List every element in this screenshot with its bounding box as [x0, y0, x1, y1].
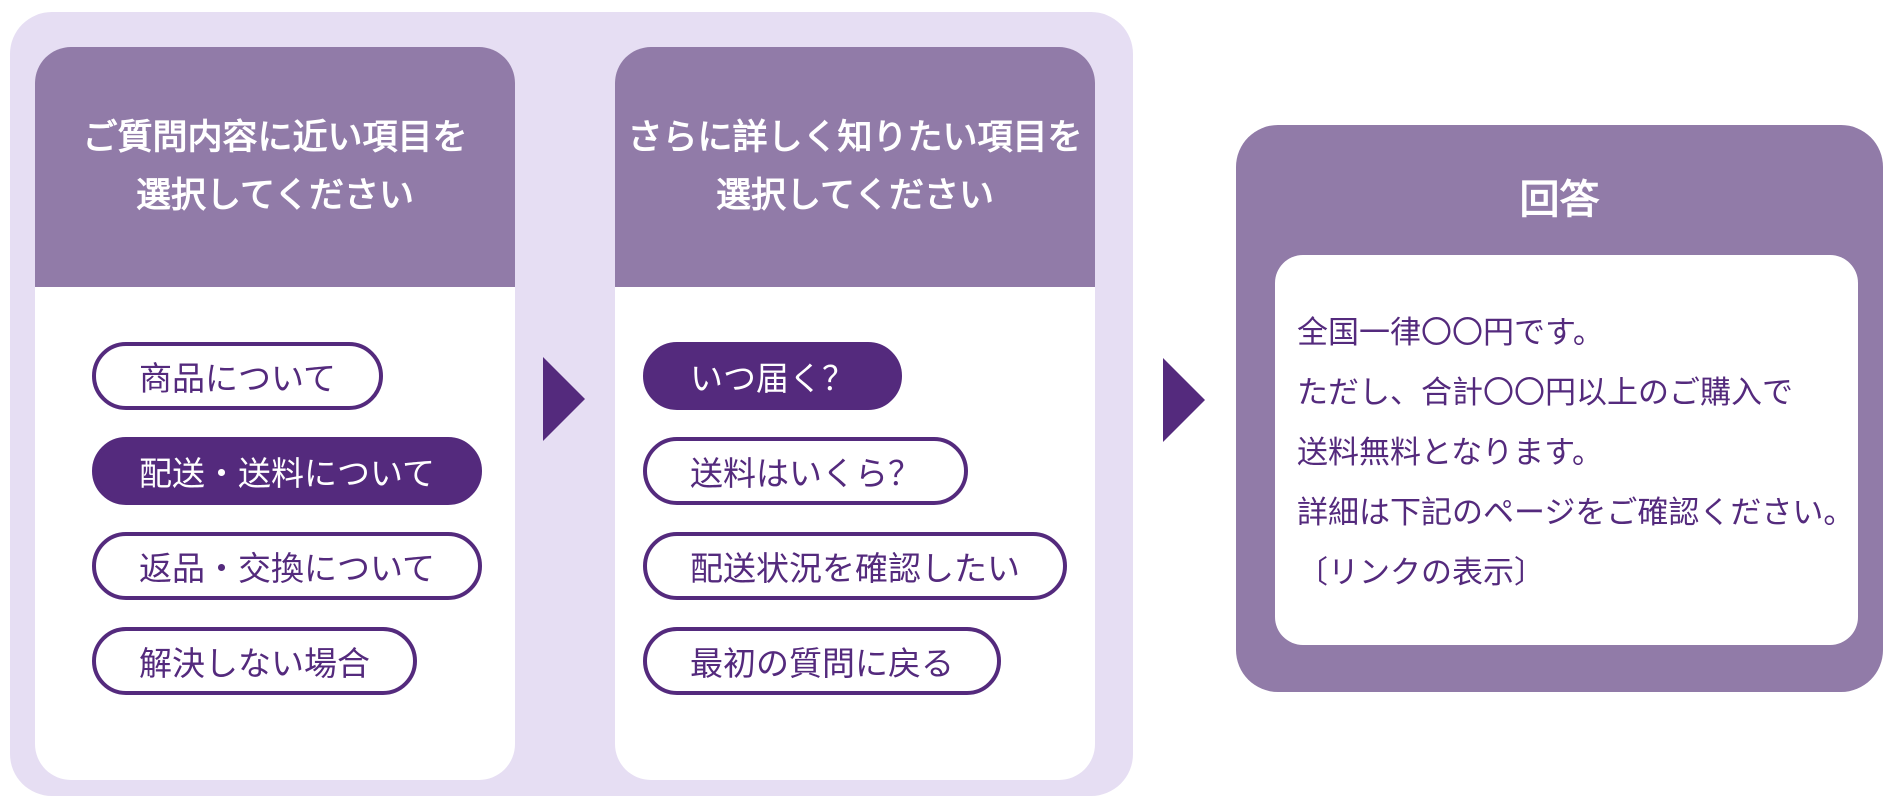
option-check-delivery-status[interactable]: 配送状況を確認したい — [643, 532, 1067, 600]
step1-options: 商品について 配送・送料について 返品・交換について 解決しない場合 — [35, 287, 515, 695]
option-about-returns[interactable]: 返品・交換について — [92, 532, 483, 600]
answer-panel: 回答 全国一律〇〇円です。 ただし、合計〇〇円以上のご購入で 送料無料となります… — [1236, 125, 1883, 692]
step1-header-line2: 選択してください — [136, 176, 414, 215]
option-shipping-cost[interactable]: 送料はいくら？ — [643, 437, 968, 505]
step1-panel: ご質問内容に近い項目を 選択してください 商品について 配送・送料について 返品… — [35, 47, 515, 780]
option-about-shipping[interactable]: 配送・送料について — [92, 437, 483, 505]
option-back-to-first-question[interactable]: 最初の質問に戻る — [643, 627, 1001, 695]
step2-panel: さらに詳しく知りたい項目を 選択してください いつ届く？ 送料はいくら？ 配送状… — [615, 47, 1095, 780]
option-when-arrive[interactable]: いつ届く？ — [643, 342, 902, 410]
flow-arrow-icon — [543, 357, 585, 441]
option-not-resolved[interactable]: 解決しない場合 — [92, 627, 417, 695]
option-about-products[interactable]: 商品について — [92, 342, 384, 410]
answer-title: 回答 — [1519, 178, 1600, 222]
step1-header: ご質問内容に近い項目を 選択してください — [35, 47, 515, 287]
step2-header: さらに詳しく知りたい項目を 選択してください — [615, 47, 1095, 287]
answer-text-box: 全国一律〇〇円です。 ただし、合計〇〇円以上のご購入で 送料無料となります。 詳… — [1275, 255, 1858, 645]
step2-header-line1: さらに詳しく知りたい項目を — [627, 118, 1083, 157]
flow-arrow-icon — [1163, 358, 1205, 442]
answer-line: 詳細は下記のページをご確認ください。 — [1297, 495, 1855, 530]
step2-header-line2: 選択してください — [716, 176, 994, 215]
answer-link-placeholder[interactable]: 〔リンクの表示〕 — [1297, 555, 1545, 590]
answer-line: ただし、合計〇〇円以上のご購入で — [1297, 375, 1793, 410]
answer-line: 全国一律〇〇円です。 — [1297, 315, 1604, 350]
answer-line: 送料無料となります。 — [1297, 435, 1603, 470]
step2-options: いつ届く？ 送料はいくら？ 配送状況を確認したい 最初の質問に戻る — [615, 287, 1095, 695]
step1-header-line1: ご質問内容に近い項目を — [82, 118, 468, 157]
